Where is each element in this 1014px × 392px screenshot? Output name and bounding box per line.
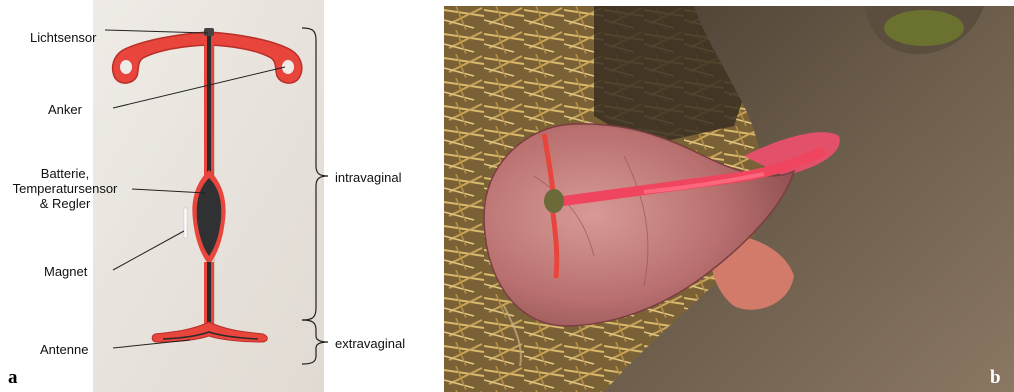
bracket-extravaginal [302, 320, 328, 364]
device-junction [544, 189, 564, 213]
label-antenne: Antenne [40, 342, 88, 357]
leader-lichtsensor [105, 30, 208, 33]
leader-magnet [113, 231, 184, 270]
label-intravaginal: intravaginal [335, 170, 402, 185]
tail-area-soiling [884, 10, 964, 46]
label-batterie-line2: Temperatursensor [6, 181, 124, 196]
label-lichtsensor: Lichtsensor [30, 30, 96, 45]
panel-letter-a: a [8, 368, 18, 387]
calving-photo [444, 6, 1014, 392]
label-batterie: Batterie, Temperatursensor & Regler [6, 166, 124, 211]
panel-b: b [444, 6, 1014, 392]
leader-anker [113, 67, 285, 108]
label-magnet: Magnet [44, 264, 87, 279]
label-anker: Anker [48, 102, 82, 117]
leader-antenne [113, 340, 190, 348]
label-extravaginal: extravaginal [335, 336, 405, 351]
bracket-intravaginal [302, 28, 328, 320]
panel-letter-b: b [990, 368, 1001, 387]
label-batterie-line3: & Regler [6, 196, 124, 211]
label-batterie-line1: Batterie, [6, 166, 124, 181]
panel-a: Lichtsensor Anker Batterie, Temperaturse… [0, 0, 440, 392]
leader-batterie [132, 189, 206, 193]
